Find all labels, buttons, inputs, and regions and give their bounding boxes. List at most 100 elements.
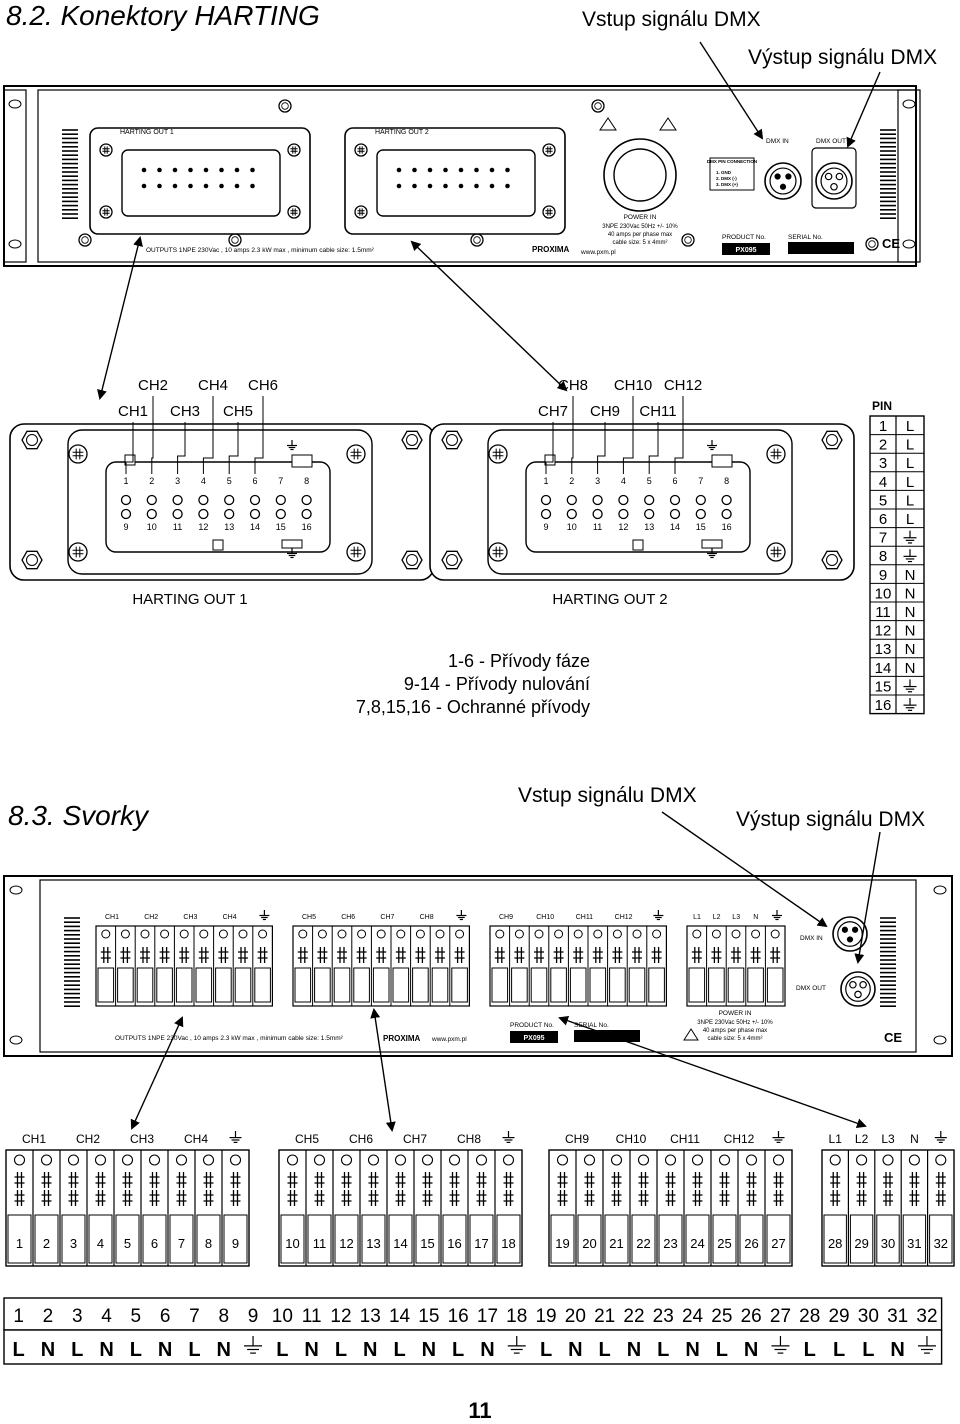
terminal-glyph (287, 1190, 298, 1206)
mini-terminal-clamp (727, 967, 745, 1003)
pin-table-number: 5 (879, 492, 887, 509)
contact-pin (224, 494, 235, 506)
earth-icon (502, 1131, 515, 1144)
terminal-glyph (395, 1190, 406, 1206)
contact-pin (669, 494, 681, 506)
power-spec-line: 40 amps per phase max (608, 232, 672, 238)
terminal-glyph (883, 1172, 893, 1188)
hex-nut (21, 550, 43, 570)
terminal-glyph (611, 1190, 622, 1206)
pin-number-top: 4 (621, 476, 626, 486)
mini-terminal-screw (199, 929, 209, 939)
channel-wire (151, 396, 154, 474)
mini-group-label: CH8 (420, 914, 434, 921)
mini-cross-screw (542, 143, 556, 157)
mini-group-label: CH12 (615, 914, 633, 921)
terminal-screw (175, 1154, 188, 1166)
terminal-table-function: N (304, 1339, 318, 1361)
mini-pin (474, 183, 479, 189)
terminal-table-function: N (890, 1339, 904, 1361)
dmx-pin-box (709, 157, 755, 191)
terminal-clamp (823, 1214, 847, 1264)
terminal-glyph (830, 1172, 841, 1188)
pin-number-top: 7 (698, 476, 703, 486)
terminal-number: 17 (474, 1236, 488, 1251)
cross-screw (346, 444, 366, 464)
connector-insert (105, 461, 331, 553)
mini-group-label: CH3 (183, 914, 197, 921)
terminal-clamp (61, 1214, 86, 1264)
terminal-table-function: L (716, 1339, 728, 1361)
terminal-screw (637, 1154, 650, 1166)
callout-arrow (699, 41, 764, 140)
legend-line-neutral: 9-14 - Přívody nulování (403, 674, 590, 694)
terminal-group-label: CH1 (22, 1132, 46, 1146)
mini-terminal-clamp (431, 967, 449, 1003)
pin-table-function: L (906, 492, 914, 509)
pin-table-number: 14 (875, 660, 892, 677)
terminal-table-number: 15 (418, 1306, 439, 1327)
terminal-glyph (476, 1172, 487, 1188)
mini-terminal-screw (731, 929, 741, 939)
dmx-out-xlr-pin (835, 172, 844, 181)
terminal-number: 3 (70, 1236, 77, 1251)
mini-terminal-screw (534, 929, 544, 939)
terminal-number: 15 (420, 1236, 434, 1251)
terminal-clamp (169, 1214, 194, 1264)
mini-terminal-screw (455, 929, 465, 939)
mini-connector-label: HARTING OUT 2 (375, 129, 429, 136)
panel-screw-inner (594, 102, 602, 110)
terminal-number: 5 (124, 1236, 131, 1251)
mini-terminal-clamp (254, 967, 271, 1003)
terminal-table-number: 2 (43, 1306, 54, 1327)
mini-cross-screw (287, 205, 301, 219)
earth-icon (934, 1131, 947, 1144)
terminal-number: 23 (663, 1236, 677, 1251)
mini-terminal-clamp (117, 967, 134, 1003)
contact-pin (249, 494, 261, 506)
mini-terminal-glyph (356, 947, 367, 963)
terminal-number: 9 (232, 1236, 239, 1251)
pin-table-number: 4 (879, 474, 887, 491)
mini-terminal-screw (396, 929, 406, 939)
pin-table-function: N (905, 660, 916, 677)
mini-terminal-glyph (534, 947, 544, 963)
power-spec-line: cable size: 5 x 4mm² (612, 240, 667, 246)
channel-label: CH4 (198, 377, 228, 394)
dmx-out-xlr-pin (854, 990, 862, 999)
earth-icon (917, 1336, 936, 1354)
product-label: PRODUCT No. (510, 1022, 554, 1029)
callout-arrow (846, 71, 881, 148)
channel-label: CH2 (138, 377, 168, 394)
mini-terminal-screw (218, 929, 228, 939)
pin-table-function: N (905, 567, 916, 584)
terminal-glyph (176, 1190, 187, 1206)
mini-pin (234, 167, 240, 173)
terminal-clamp (334, 1214, 359, 1264)
cross-screw-cross (72, 546, 84, 558)
mini-terminal-clamp (392, 967, 410, 1003)
earth-icon (903, 698, 917, 711)
earth-tab (701, 539, 723, 549)
mini-terminal-clamp (491, 967, 509, 1003)
terminal-number: 28 (828, 1236, 842, 1251)
terminal-glyph (68, 1172, 79, 1188)
mini-pin (458, 167, 464, 173)
dmx-out-xlr-pin (830, 182, 838, 191)
hex-nut (821, 550, 843, 570)
terminal-table-number: 9 (248, 1306, 259, 1327)
terminal-glyph (203, 1172, 214, 1188)
terminal-screw (121, 1154, 134, 1166)
mini-terminal-glyph (612, 947, 623, 963)
terminal-glyph (68, 1190, 79, 1206)
mini-terminal-screw (692, 929, 702, 939)
terminal-table-number: 1 (13, 1306, 24, 1327)
mini-terminal-clamp (688, 967, 706, 1003)
terminal-glyph (557, 1190, 568, 1206)
terminal-glyph (503, 1190, 514, 1206)
pin-number-top: 3 (175, 476, 180, 486)
terminal-screw (502, 1154, 515, 1166)
terminal-screw (745, 1154, 758, 1166)
contact-pin (146, 508, 157, 520)
